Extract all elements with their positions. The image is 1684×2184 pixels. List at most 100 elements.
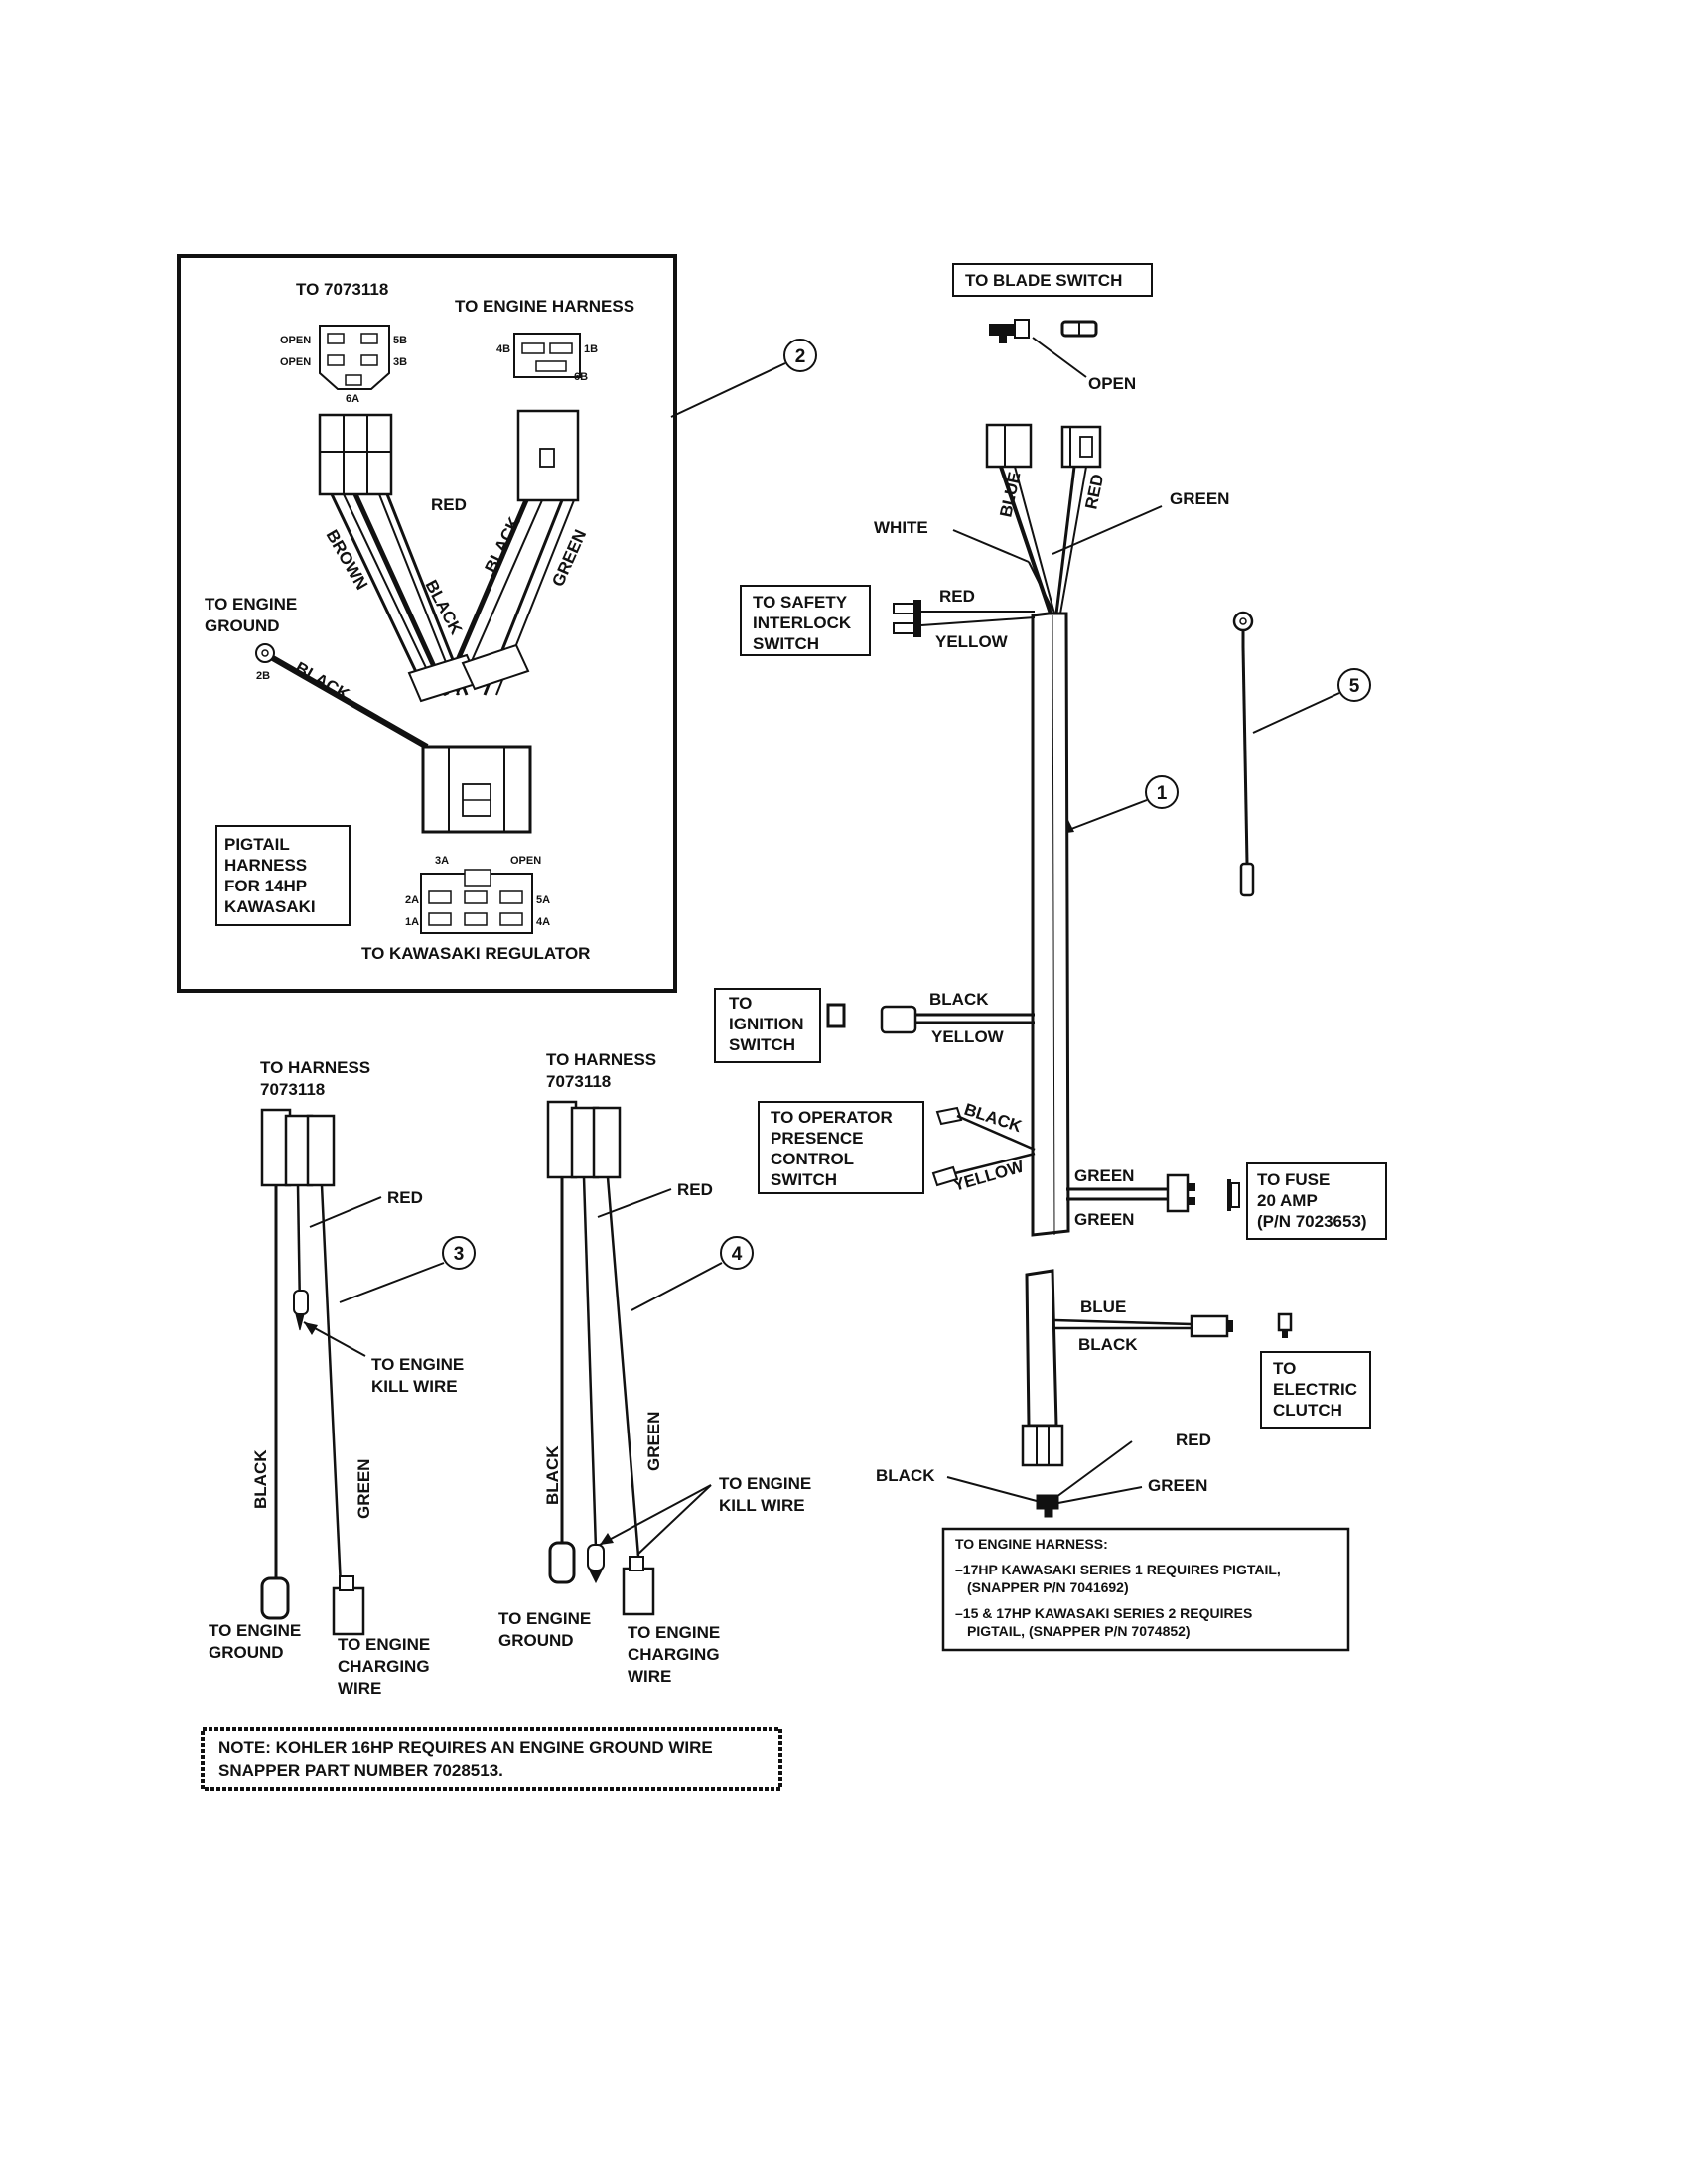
callout-3: 3 — [339, 1236, 476, 1303]
lower-regulator-housing — [421, 745, 532, 834]
part4-ground-label: TO ENGINE GROUND — [498, 1609, 596, 1650]
pin-6a: 6A — [346, 393, 359, 405]
pin-5a: 5A — [536, 894, 550, 906]
ignition-yellow-label: YELLOW — [931, 1027, 1005, 1046]
operator-yellow-label: YELLOW — [951, 1157, 1027, 1195]
part3-to-harness-label: TO HARNESS 7073118 — [260, 1058, 375, 1099]
pin-open-3: OPEN — [510, 855, 541, 867]
part4-red-label: RED — [677, 1180, 713, 1199]
svg-text:5: 5 — [1349, 676, 1360, 697]
svg-text:4: 4 — [732, 1244, 743, 1265]
lower-end-connector — [1021, 1424, 1064, 1467]
part4-charging-label: TO ENGINE CHARGING WIRE — [628, 1623, 725, 1686]
clutch-connector — [1053, 1312, 1293, 1338]
svg-text:3: 3 — [454, 1244, 465, 1265]
to-engine-harness-label: TO ENGINE HARNESS — [455, 297, 634, 316]
part3-kill-wire-label: TO ENGINE KILL WIRE — [371, 1355, 469, 1396]
fuse-green-label-1: GREEN — [1074, 1166, 1134, 1185]
connector-to-kawasaki-regulator — [420, 869, 533, 934]
safety-red-label: RED — [939, 587, 975, 606]
part4-green-label: GREEN — [644, 1412, 663, 1471]
callout-4: 4 — [631, 1236, 754, 1311]
connector-to-7073118 — [319, 325, 390, 390]
clutch-blue-label: BLUE — [1080, 1297, 1126, 1316]
to-engine-ground-label: TO ENGINE GROUND — [205, 595, 302, 635]
callout-5: 5 — [1252, 668, 1371, 734]
pigtail-harness-box: PIGTAIL HARNESS FOR 14HP KAWASAKI — [215, 825, 351, 926]
clutch-black-label: BLACK — [1078, 1335, 1138, 1354]
upper-left-housing — [318, 413, 393, 496]
inset-wires — [255, 492, 575, 750]
to-kawasaki-regulator-label: TO KAWASAKI REGULATOR — [361, 944, 590, 963]
ignition-connector — [826, 1003, 1035, 1034]
part4-black-label: BLACK — [543, 1445, 562, 1505]
upper-right-housing — [516, 409, 580, 502]
operator-presence-box: TO OPERATOR PRESENCE CONTROL SWITCH — [771, 1108, 898, 1189]
pigtail-harness-inset: TO 7073118 TO ENGINE HARNESS OPEN OPEN 5… — [177, 254, 677, 993]
end-red-label: RED — [1176, 1431, 1211, 1449]
svg-text:NOTE: KOHLER 16HP REQUIRES AN: NOTE: KOHLER 16HP REQUIRES AN ENGINE GRO… — [218, 1738, 718, 1780]
callout-1: 1 — [1057, 775, 1179, 835]
part3-charging-label: TO ENGINE CHARGING WIRE — [338, 1635, 435, 1698]
svg-text:PIGTAIL HARNESS: PIGTAIL HARNESS FOR 14HP KAWASAKI — [224, 835, 316, 916]
svg-text:2: 2 — [795, 346, 806, 367]
callout-2: 2 — [670, 339, 817, 418]
wire-harness-item-3: TO HARNESS 7073118 RED TO ENGINE KILL WI… — [209, 1058, 469, 1698]
pin-2b: 2B — [256, 670, 270, 682]
inset-black-ground-label: BLACK — [292, 658, 353, 705]
inset-black-label-1: BLACK — [421, 577, 466, 638]
operator-presence-terminals — [931, 1106, 1036, 1187]
pin-4a: 4A — [536, 916, 550, 928]
top-red-label: RED — [1081, 473, 1107, 511]
to-7073118-label: TO 7073118 — [296, 280, 388, 299]
inset-red-label: RED — [431, 495, 467, 514]
inset-black-label-2: BLACK — [482, 513, 524, 575]
part3-black-label: BLACK — [251, 1449, 270, 1509]
pin-5b: 5B — [393, 335, 407, 346]
connector-to-engine-harness — [513, 333, 581, 378]
pin-1a: 1A — [405, 916, 419, 928]
pin-2a: 2A — [405, 894, 419, 906]
engine-harness-end-connector — [946, 1440, 1143, 1518]
pin-3a: 3A — [435, 855, 449, 867]
fuse-green-label-2: GREEN — [1074, 1210, 1134, 1229]
fuse-connector — [1066, 1173, 1240, 1213]
top-green-label: GREEN — [1170, 489, 1229, 508]
pin-4b: 4B — [496, 343, 510, 355]
ignition-switch-box: TO IGNITION SWITCH — [729, 994, 808, 1054]
pin-6b: 6B — [574, 371, 588, 383]
top-wires — [952, 466, 1163, 614]
pin-open-2: OPEN — [280, 356, 311, 368]
safety-yellow-label: YELLOW — [935, 632, 1009, 651]
electric-clutch-box: TO ELECTRIC CLUTCH — [1273, 1359, 1362, 1420]
top-blue-label: BLUE — [996, 471, 1024, 519]
part3-green-label: GREEN — [354, 1459, 373, 1519]
blade-switch-connector — [989, 319, 1098, 343]
end-black-label: BLACK — [876, 1466, 935, 1485]
white-label: WHITE — [874, 518, 928, 537]
pin-1b: 1B — [584, 343, 598, 355]
inset-green-label: GREEN — [548, 527, 590, 590]
to-blade-switch-label: TO BLADE SWITCH — [965, 271, 1122, 290]
wire-harness-item-4: TO HARNESS 7073118 RED TO ENGINE KILL WI… — [498, 1050, 816, 1686]
open-label: OPEN — [1088, 374, 1136, 393]
part4-to-harness-label: TO HARNESS 7073118 — [546, 1050, 661, 1091]
top-left-connector — [985, 423, 1033, 469]
kohler-note-box: NOTE: KOHLER 16HP REQUIRES AN ENGINE GRO… — [201, 1727, 782, 1791]
engine-harness-note-box: TO ENGINE HARNESS: –17HP KAWASAKI SERIES… — [955, 1536, 1285, 1639]
pin-open-1: OPEN — [280, 335, 311, 346]
part3-red-label: RED — [387, 1188, 423, 1207]
part3-ground-label: TO ENGINE GROUND — [209, 1621, 306, 1662]
end-green-label: GREEN — [1148, 1476, 1207, 1495]
main-harness: TO BLADE SWITCH OPEN — [714, 263, 1387, 1652]
fuse-box: TO FUSE 20 AMP (P/N 7023653) — [1257, 1170, 1367, 1231]
svg-text:1: 1 — [1157, 783, 1168, 804]
pin-3b: 3B — [393, 356, 407, 368]
top-right-connector — [1060, 425, 1102, 469]
safety-interlock-box: TO SAFETY INTERLOCK SWITCH — [753, 593, 856, 653]
part4-kill-wire-label: TO ENGINE KILL WIRE — [719, 1474, 816, 1515]
ground-wire-item-5 — [1232, 611, 1255, 897]
ignition-black-label: BLACK — [929, 990, 989, 1009]
safety-interlock-connector — [893, 600, 1036, 637]
